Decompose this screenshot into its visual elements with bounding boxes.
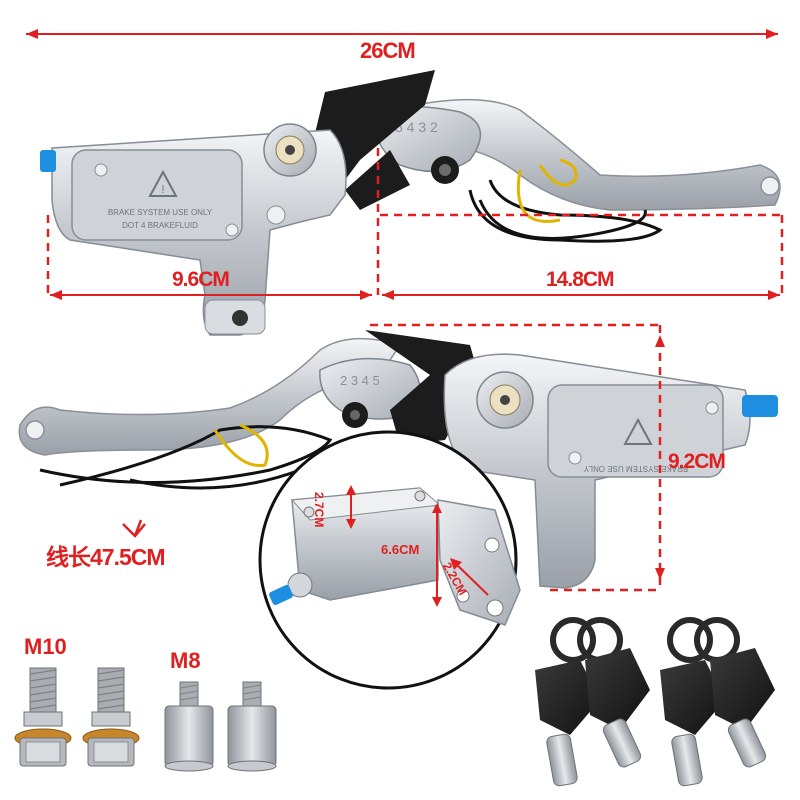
dimension-9-2cm (370, 323, 665, 592)
svg-text:5 4 3 2: 5 4 3 2 (395, 119, 438, 135)
top-brake-lever: 5 4 3 2 ! BRAKE SYSTEM USE ONLY DOT 4 BR… (40, 70, 781, 336)
dimension-9-6cm (46, 215, 372, 300)
m10-banjo-bolt-1 (14, 667, 72, 767)
engraving-line2: DOT 4 BRAKEFLUID (122, 221, 198, 230)
dimension-26cm (26, 29, 778, 39)
key-set-2 (660, 617, 775, 787)
svg-text:!: ! (161, 184, 164, 196)
m8-adapter-1 (164, 681, 214, 772)
reservoir-height-label: 2.7CM (312, 492, 326, 528)
cylinder-length-label: 6.6CM (381, 542, 420, 557)
wire-length-label: 线长47.5CM (46, 544, 166, 570)
svg-text:BRAKE SYSTEM USE ONLY: BRAKE SYSTEM USE ONLY (583, 464, 688, 473)
engraving-line1: BRAKE SYSTEM USE ONLY (108, 208, 213, 217)
dimension-14-8cm (376, 148, 784, 300)
master-cylinder-detail (258, 430, 521, 690)
body-length-label: 9.6CM (172, 268, 230, 291)
m8-adapter-2 (227, 681, 277, 772)
key-set-1 (535, 617, 650, 787)
lever-length-label: 14.8CM (546, 268, 615, 291)
wire-length-pointer (122, 519, 146, 538)
m10-banjo-bolt-2 (82, 667, 140, 767)
m8-label: M8 (170, 648, 201, 673)
svg-text:2 3 4 5: 2 3 4 5 (340, 373, 380, 388)
bottom-brake-lever: 2 3 4 5 BRAKE SYSTEM USE ONLY (18, 330, 778, 589)
m10-label: M10 (24, 634, 67, 659)
overall-length-label: 26CM (360, 38, 416, 63)
height-label: 9.2CM (668, 450, 726, 473)
